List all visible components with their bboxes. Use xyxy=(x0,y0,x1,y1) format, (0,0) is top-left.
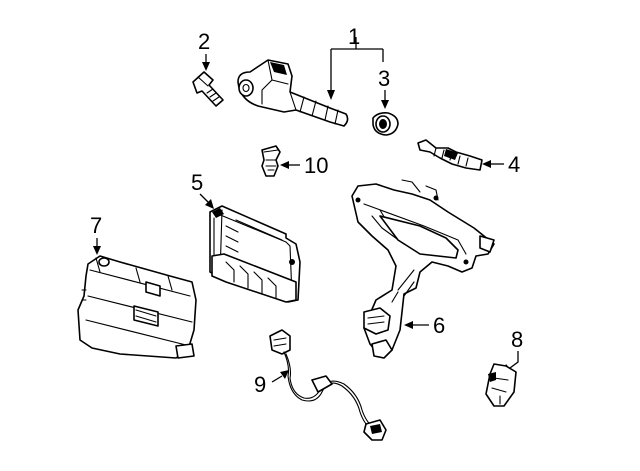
leader-4 xyxy=(482,160,504,168)
ignition-coil-part xyxy=(237,59,349,127)
callout-9: 9 xyxy=(254,372,266,397)
callout-4: 4 xyxy=(508,152,520,177)
callout-5: 5 xyxy=(191,170,203,195)
spark-plug-part xyxy=(417,139,483,171)
harness-sensor-part xyxy=(269,329,387,441)
ecm-part xyxy=(209,205,301,303)
leader-9 xyxy=(271,370,289,383)
callout-10: 10 xyxy=(304,153,328,178)
callout-6: 6 xyxy=(433,313,445,338)
leader-1 xyxy=(327,37,384,100)
seal-part xyxy=(372,112,399,136)
leader-5 xyxy=(199,193,214,209)
callout-1: 1 xyxy=(348,24,360,49)
sensor-part xyxy=(485,363,517,407)
leader-2 xyxy=(202,54,210,71)
leader-7 xyxy=(93,238,101,255)
leader-3 xyxy=(381,90,389,109)
bracket-part xyxy=(351,179,495,359)
leader-10 xyxy=(280,161,300,169)
callout-7: 7 xyxy=(90,213,102,238)
bolt-part xyxy=(192,71,224,107)
callout-3: 3 xyxy=(378,66,390,91)
stud-bolt-part xyxy=(261,145,281,177)
callout-2: 2 xyxy=(198,29,210,54)
leader-6 xyxy=(404,321,429,329)
ecm-cover-part xyxy=(77,255,197,359)
callout-8: 8 xyxy=(511,327,523,352)
